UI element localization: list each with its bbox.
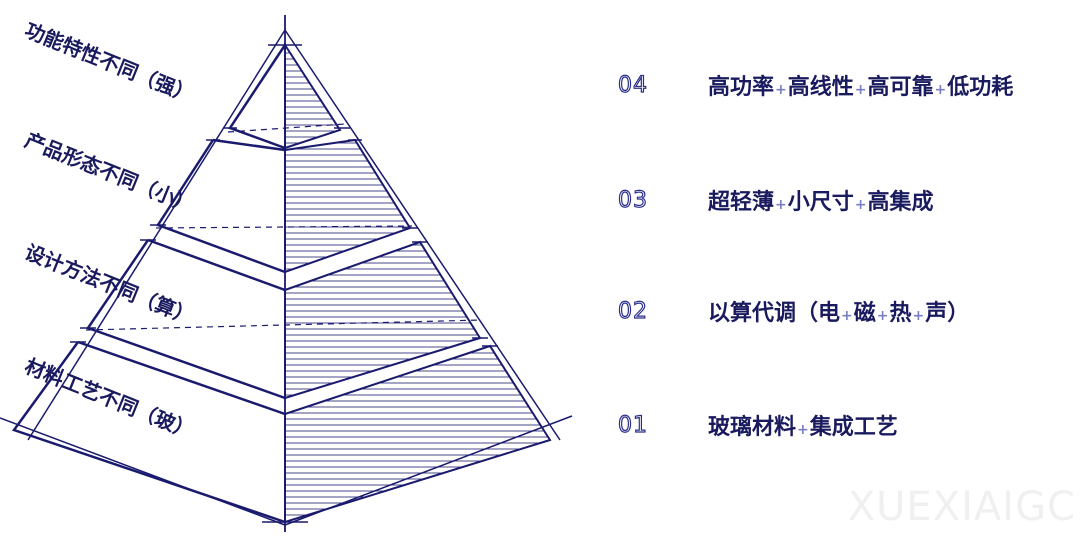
tier-4-back-edge bbox=[227, 123, 346, 133]
base-left-guide bbox=[0, 417, 286, 526]
watermark: XUEXIAIGC bbox=[847, 484, 1076, 530]
row-04: 04 高功率+高线性+高可靠+低功耗 bbox=[617, 69, 1013, 101]
plus-icon: + bbox=[841, 308, 853, 324]
row-03-part-1: 超轻薄 bbox=[708, 190, 775, 215]
row-02-description: 以算代调（电+磁+热+声） bbox=[708, 295, 969, 327]
left-guide-line bbox=[27, 29, 286, 441]
plus-icon: + bbox=[797, 422, 809, 438]
plus-icon: + bbox=[854, 82, 867, 98]
plus-icon: + bbox=[876, 308, 889, 324]
row-01: 01 玻璃材料+集成工艺 bbox=[617, 409, 898, 441]
row-03-part-3: 高集成 bbox=[867, 190, 934, 215]
row-02-part-1: 以算代调（电 bbox=[708, 301, 841, 326]
row-03-description: 超轻薄+小尺寸+高集成 bbox=[708, 184, 934, 216]
right-guide-line bbox=[284, 29, 561, 441]
row-04-part-1: 高功率 bbox=[708, 75, 775, 100]
plus-icon: + bbox=[775, 197, 787, 213]
tier-2-back-edge bbox=[85, 319, 483, 331]
row-01-part-1: 玻璃材料 bbox=[708, 415, 797, 440]
tier-2-top-edge bbox=[147, 238, 286, 292]
plus-icon: + bbox=[934, 82, 947, 98]
pyramid-diagram bbox=[0, 15, 573, 532]
row-03-part-2: 小尺寸 bbox=[787, 190, 854, 215]
tier-4-left-face bbox=[228, 44, 287, 150]
row-02-part-2: 磁 bbox=[853, 301, 876, 326]
row-01-number: 01 bbox=[617, 412, 648, 438]
plus-icon: + bbox=[854, 197, 867, 213]
row-01-description: 玻璃材料+集成工艺 bbox=[708, 409, 898, 441]
row-02-number: 02 bbox=[617, 298, 648, 324]
row-01-part-2: 集成工艺 bbox=[809, 415, 898, 440]
row-03: 03 超轻薄+小尺寸+高集成 bbox=[617, 184, 934, 216]
tier-1-top-edge bbox=[77, 340, 286, 416]
tier-3-back-edge bbox=[155, 225, 413, 229]
row-04-part-3: 高可靠 bbox=[867, 75, 934, 100]
row-04-part-4: 低功耗 bbox=[947, 75, 1014, 100]
plus-icon: + bbox=[912, 308, 925, 324]
row-02-part-3: 热 bbox=[889, 301, 912, 326]
row-04-description: 高功率+高线性+高可靠+低功耗 bbox=[708, 69, 1013, 101]
row-02-part-4: 声） bbox=[925, 301, 970, 326]
tier-3-top-edge bbox=[212, 138, 286, 152]
edge-ticks bbox=[70, 127, 498, 347]
row-04-number: 04 bbox=[617, 72, 648, 98]
row-04-part-2: 高线性 bbox=[787, 75, 854, 100]
plus-icon: + bbox=[775, 82, 787, 98]
tier-4-right-face bbox=[284, 41, 342, 150]
base-right-guide bbox=[284, 415, 573, 526]
row-02: 02 以算代调（电+磁+热+声） bbox=[617, 295, 969, 327]
row-03-number: 03 bbox=[617, 187, 648, 213]
